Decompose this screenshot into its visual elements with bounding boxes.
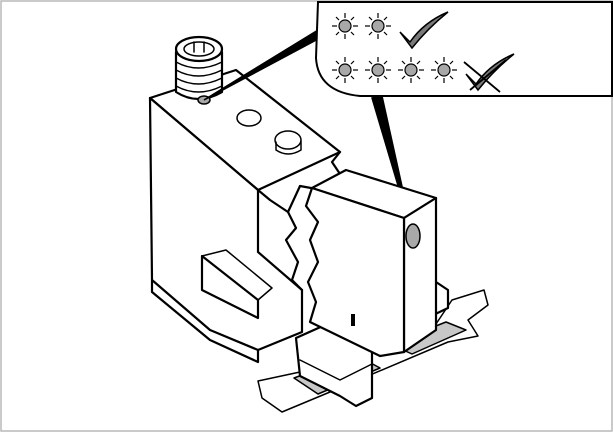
mode-button-icon: [274, 130, 302, 150]
sensor-head: [304, 168, 438, 358]
connector-thread: [175, 77, 223, 85]
connector-thread: [175, 61, 223, 69]
led-lit-icon: [332, 57, 358, 83]
housing-front-face: [148, 96, 304, 352]
led-lit-icon: [365, 57, 391, 83]
mode-button-side: [275, 140, 302, 155]
led-lit-icon: [365, 13, 391, 39]
callout-row-ok: [332, 11, 449, 50]
slot-inner-edge: [201, 249, 273, 301]
connector-socket: [183, 41, 215, 57]
m12-connector-icon: [174, 35, 224, 105]
checkmark-crossed-icon: [463, 53, 515, 93]
connector-thread: [175, 85, 223, 93]
led-lit-icon: [431, 57, 457, 83]
callout-row-fail: [332, 53, 515, 93]
head-front-face: [304, 186, 406, 358]
led-lit-icon: [332, 13, 358, 39]
head-marker-icon: [351, 314, 355, 326]
base-plate-edge: [299, 359, 373, 381]
status-led-icon: [405, 223, 421, 249]
checkmark-icon: [399, 11, 449, 50]
led-lit-icon: [398, 57, 424, 83]
status-callout: [314, 0, 613, 97]
callout-bubble: [314, 0, 613, 97]
housing-bottom-edge: [150, 278, 260, 364]
connector-thread: [175, 69, 223, 77]
teach-button-icon: [236, 109, 262, 127]
head-right-face: [402, 196, 438, 354]
housing-slot: [200, 254, 260, 320]
cutaway-edge: [256, 188, 304, 292]
